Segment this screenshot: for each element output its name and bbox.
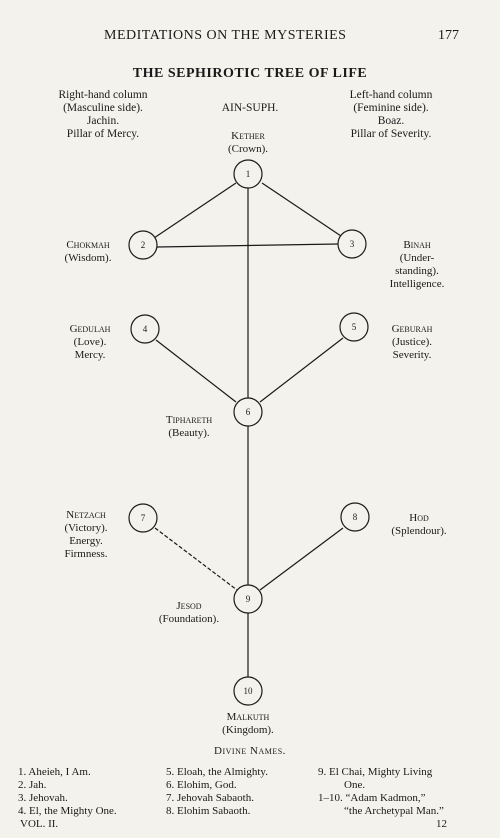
- sephirah-name: Gedulah: [69, 323, 111, 335]
- path-8-9: [259, 527, 344, 591]
- sephirah-meaning: Severity.: [392, 349, 432, 361]
- sephirah-meaning: (Love).: [73, 336, 107, 348]
- sephirah-number-8: 8: [353, 512, 358, 522]
- left-hand-caption-line: Boaz.: [377, 115, 405, 127]
- sephirah-name: Chokmah: [66, 239, 110, 251]
- sephirah-circle-10: [233, 676, 263, 706]
- path-1-2: [153, 182, 237, 239]
- sephirah-name: Jesod: [176, 600, 202, 612]
- sephirah-meaning: standing).: [395, 265, 439, 277]
- page-title: THE SEPHIROTIC TREE OF LIFE: [132, 66, 368, 81]
- path-5-6: [259, 337, 344, 403]
- sephirah-name: Netzach: [66, 509, 106, 521]
- sephirah-circle-1: [233, 159, 263, 189]
- divine-name-entry: 3. Jehovah.: [18, 792, 68, 804]
- sephirah-meaning: Energy.: [69, 535, 103, 547]
- label-gedulah: Gedulah (Love). Mercy.: [50, 323, 130, 362]
- label-tiphareth: Tiphareth (Beauty).: [144, 414, 234, 440]
- right-hand-caption-line: (Masculine side).: [63, 102, 143, 114]
- sephirah-number-3: 3: [350, 239, 355, 249]
- divine-name-entry: 9. El Chai, Mighty Living: [318, 766, 433, 778]
- right-hand-caption-line: Pillar of Mercy.: [66, 128, 140, 140]
- label-chokmah: Chokmah (Wisdom).: [48, 239, 128, 265]
- sephirah-name: Malkuth: [226, 711, 270, 723]
- sephirah-name: Tiphareth: [165, 414, 213, 426]
- sephirah-number-4: 4: [143, 324, 148, 334]
- path-1-3: [261, 182, 342, 237]
- sephirah-circle-3: [337, 229, 367, 259]
- divine-names-heading: Divine Names.: [214, 745, 286, 757]
- sephirah-meaning: (Wisdom).: [64, 252, 112, 264]
- sephirah-number-9: 9: [246, 594, 251, 604]
- divine-name-entry: 2. Jah.: [18, 779, 47, 791]
- sephirah-number-2: 2: [141, 240, 146, 250]
- sephirah-circle-8: [340, 502, 370, 532]
- sephirah-circle-2: [128, 230, 158, 260]
- divine-names-column-2: 5. Eloah, the Almighty. 6. Elohim, God. …: [166, 766, 268, 818]
- divine-name-entry: 1. Aheieh, I Am.: [18, 766, 91, 778]
- sephirah-meaning: Intelligence.: [389, 278, 445, 290]
- sephirah-meaning: (Victory).: [64, 522, 108, 534]
- path-4-6: [155, 339, 237, 403]
- volume-marker: VOL. II.: [20, 818, 59, 830]
- label-kether: Kether (Crown).: [198, 130, 298, 156]
- divine-names-column-3: 9. El Chai, Mighty Living One. 1–10. “Ad…: [318, 766, 444, 818]
- label-jesod: Jesod (Foundation).: [144, 600, 234, 626]
- left-hand-caption-line: (Feminine side).: [353, 102, 429, 114]
- sephirah-meaning: (Splendour).: [391, 525, 447, 537]
- sephirah-name: Binah: [403, 239, 431, 251]
- sephirah-number-6: 6: [246, 407, 251, 417]
- divine-name-entry: 7. Jehovah Sabaoth.: [166, 792, 254, 804]
- sephirah-circle-6: [233, 397, 263, 427]
- left-hand-column-caption: Left-hand column (Feminine side). Boaz. …: [326, 89, 456, 141]
- sephirah-meaning: (Kingdom).: [222, 724, 274, 736]
- sephirah-name: Hod: [409, 512, 429, 524]
- ain-suph-caption: AIN-SUPH.: [190, 102, 310, 115]
- page-number: 177: [438, 28, 459, 43]
- sephirah-name: Kether: [231, 130, 265, 142]
- label-geburah: Geburah (Justice). Severity.: [372, 323, 452, 362]
- sephirah-meaning: Mercy.: [74, 349, 106, 361]
- label-hod: Hod (Splendour).: [374, 512, 464, 538]
- sephirah-meaning: (Foundation).: [158, 613, 220, 625]
- ain-suph-label: AIN-SUPH.: [221, 102, 279, 114]
- divine-name-entry: 4. El, the Mighty One.: [18, 805, 117, 817]
- sephirah-circle-9: [233, 584, 263, 614]
- left-hand-caption-line: Left-hand column: [349, 89, 433, 101]
- sephirah-circle-5: [339, 312, 369, 342]
- divine-names-column-1: 1. Aheieh, I Am. 2. Jah. 3. Jehovah. 4. …: [18, 766, 117, 818]
- sephirah-number-1: 1: [246, 169, 251, 179]
- sephirah-meaning: (Under-: [399, 252, 435, 264]
- signature-mark: 12: [436, 818, 447, 830]
- sephirah-circle-7: [128, 503, 158, 533]
- sephirah-meaning: (Beauty).: [168, 427, 210, 439]
- divine-name-entry: One.: [344, 779, 366, 791]
- sephirah-circle-4: [130, 314, 160, 344]
- divine-name-entry: 6. Elohim, God.: [166, 779, 237, 791]
- right-hand-caption-line: Right-hand column: [58, 89, 148, 101]
- divine-name-entry: 5. Eloah, the Almighty.: [166, 766, 268, 778]
- divine-name-entry: 8. Elohim Sabaoth.: [166, 805, 251, 817]
- sephirah-name: Geburah: [391, 323, 433, 335]
- sephirah-number-5: 5: [352, 322, 357, 332]
- sephirah-number-10: 10: [244, 686, 254, 696]
- label-binah: Binah (Under- standing). Intelligence.: [372, 239, 462, 291]
- running-head: MEDITATIONS ON THE MYSTERIES: [104, 28, 347, 43]
- sephirah-meaning: (Crown).: [227, 143, 269, 155]
- sephirah-meaning: (Justice).: [391, 336, 432, 348]
- right-hand-caption-line: Jachin.: [86, 115, 120, 127]
- sephirah-number-7: 7: [141, 513, 146, 523]
- right-hand-column-caption: Right-hand column (Masculine side). Jach…: [38, 89, 168, 141]
- path-7-9: [154, 527, 238, 591]
- left-hand-caption-line: Pillar of Severity.: [350, 128, 432, 140]
- label-netzach: Netzach (Victory). Energy. Firmness.: [46, 509, 126, 561]
- label-malkuth: Malkuth (Kingdom).: [198, 711, 298, 737]
- divine-name-entry: “the Archetypal Man.”: [344, 805, 444, 817]
- divine-name-entry: 1–10. “Adam Kadmon,”: [318, 792, 426, 804]
- sephirah-meaning: Firmness.: [64, 548, 108, 560]
